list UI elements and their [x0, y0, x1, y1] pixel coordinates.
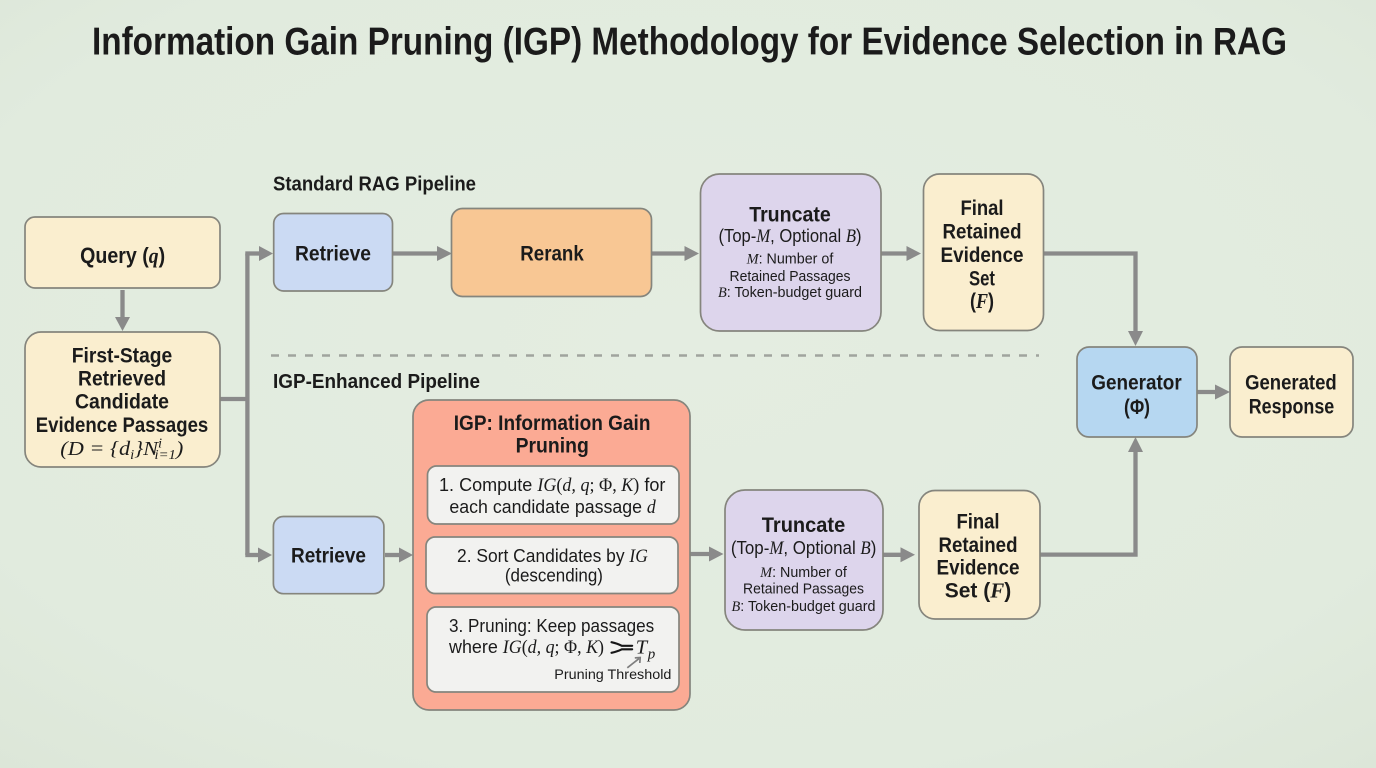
svg-text:Retained Passages: Retained Passages	[730, 269, 851, 285]
svg-text:Set (F): Set (F)	[945, 579, 1012, 603]
svg-text:M: Number of: M: Number of	[759, 565, 848, 581]
svg-text:Query (q): Query (q)	[80, 243, 165, 268]
svg-text:Truncate: Truncate	[749, 204, 831, 227]
svg-text:Evidence: Evidence	[941, 244, 1024, 267]
svg-text:Candidate: Candidate	[75, 391, 169, 414]
svg-text:Evidence: Evidence	[937, 557, 1020, 580]
svg-text:(Top-M, Optional B): (Top-M, Optional B)	[719, 225, 862, 247]
svg-text:First-Stage: First-Stage	[72, 344, 173, 367]
svg-text:Final: Final	[956, 511, 999, 534]
svg-text:(Top-M, Optional B): (Top-M, Optional B)	[731, 537, 877, 559]
svg-text:Truncate: Truncate	[762, 514, 845, 537]
svg-text:1. Compute IG(d, q; Φ, K) for: 1. Compute IG(d, q; Φ, K) for	[439, 474, 665, 496]
svg-text:Response: Response	[1249, 396, 1335, 419]
svg-text:Evidence Passages: Evidence Passages	[36, 414, 209, 437]
svg-text:3. Pruning: Keep passages: 3. Pruning: Keep passages	[449, 615, 654, 636]
svg-text:(descending): (descending)	[505, 565, 603, 586]
svg-text:IGP: Information Gain: IGP: Information Gain	[454, 411, 651, 435]
svg-text:Retained: Retained	[943, 221, 1022, 244]
svg-text:Retained: Retained	[939, 534, 1018, 557]
svg-text:(Φ): (Φ)	[1124, 396, 1150, 419]
svg-text:Set: Set	[969, 268, 995, 291]
svg-text:Retrieved: Retrieved	[78, 368, 166, 391]
svg-text:where IG(d, q; Φ, K): where IG(d, q; Φ, K)	[448, 636, 604, 658]
svg-text:Rerank: Rerank	[520, 242, 584, 266]
svg-text:Retained Passages: Retained Passages	[743, 582, 864, 598]
svg-text:B: Token-budget guard: B: Token-budget guard	[732, 599, 876, 615]
svg-text:M: Number of: M: Number of	[746, 252, 835, 268]
svg-text:Pruning Threshold: Pruning Threshold	[554, 667, 671, 682]
svg-text:2. Sort Candidates by IG: 2. Sort Candidates by IG	[457, 545, 648, 567]
svg-text:Retrieve: Retrieve	[295, 242, 371, 266]
svg-text:Retrieve: Retrieve	[291, 544, 366, 568]
svg-text:Pruning: Pruning	[516, 434, 589, 458]
svg-text:Generator: Generator	[1091, 371, 1181, 394]
svg-text:IGP-Enhanced Pipeline: IGP-Enhanced Pipeline	[273, 371, 480, 393]
svg-text:Information Gain Pruning (IGP): Information Gain Pruning (IGP) Methodolo…	[92, 21, 1287, 64]
svg-text:each candidate passage d: each candidate passage d	[449, 496, 656, 518]
svg-text:B: Token-budget guard: B: Token-budget guard	[718, 285, 862, 301]
svg-text:Final: Final	[960, 197, 1003, 220]
svg-text:(F): (F)	[970, 289, 994, 313]
svg-text:Standard RAG Pipeline: Standard RAG Pipeline	[273, 173, 476, 195]
svg-text:Generated: Generated	[1245, 371, 1337, 394]
